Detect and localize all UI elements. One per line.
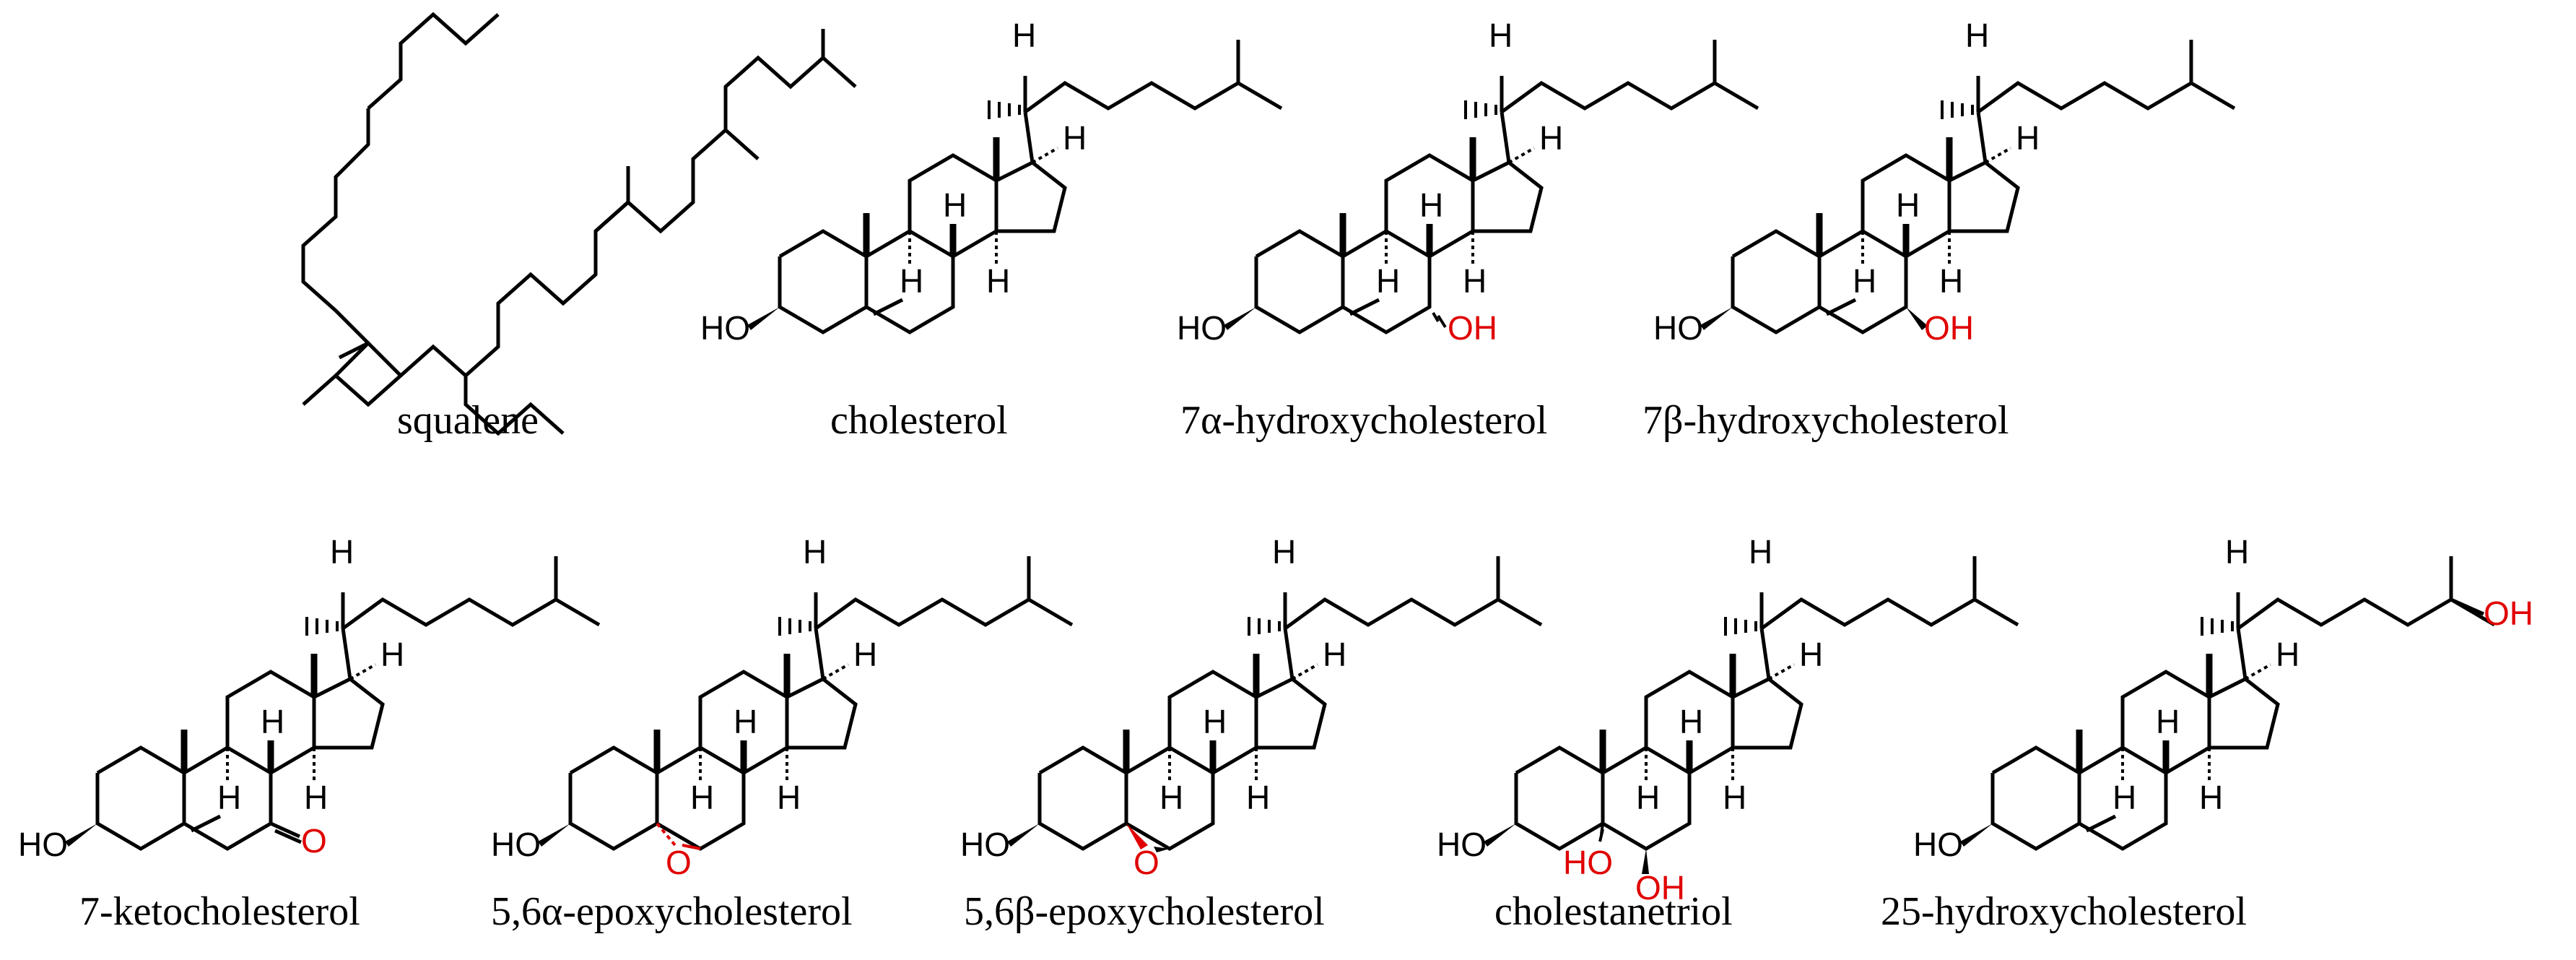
atom-h: H bbox=[1463, 262, 1487, 300]
atom-h: H bbox=[1749, 533, 1772, 571]
atom-h: H bbox=[304, 779, 328, 816]
atom-h: H bbox=[217, 779, 241, 816]
atom-ho: HO bbox=[700, 309, 750, 347]
caption-56b-epoxycholesterol: 5,6β-epoxycholesterol bbox=[964, 889, 1325, 934]
atom-h: H bbox=[330, 533, 354, 571]
atom-h: H bbox=[1203, 703, 1227, 740]
atom-h: H bbox=[1063, 119, 1087, 157]
caption-7b-hydroxycholesterol: 7β-hydroxycholesterol bbox=[1642, 398, 2009, 443]
caption-7a-hydroxycholesterol: 7α-hydroxycholesterol bbox=[1180, 398, 1547, 443]
atom-oh-7beta: OH bbox=[1924, 309, 1974, 347]
atom-ho: HO bbox=[1437, 826, 1487, 863]
atom-h: H bbox=[803, 533, 827, 571]
atom-oh-25: OH bbox=[2484, 594, 2533, 632]
7-ketocholesterol-structure: HO O H H H H H bbox=[18, 533, 599, 863]
atom-h: H bbox=[1272, 533, 1296, 571]
cholestanetriol-structure: HO HO OH H H H H H bbox=[1437, 533, 2018, 907]
atom-h: H bbox=[690, 779, 714, 816]
atom-h: H bbox=[261, 703, 284, 740]
atom-h: H bbox=[1159, 779, 1183, 816]
atom-h: H bbox=[2276, 636, 2299, 673]
atom-h: H bbox=[1723, 779, 1746, 816]
atom-ho: HO bbox=[491, 826, 541, 863]
56b-epoxycholesterol-structure: HO O H H H H H bbox=[960, 533, 1541, 881]
atom-h: H bbox=[1896, 186, 1920, 224]
atom-h: H bbox=[1939, 262, 1963, 300]
atom-ho: HO bbox=[1913, 826, 1963, 863]
atom-h: H bbox=[1965, 17, 1989, 54]
atom-h: H bbox=[853, 636, 877, 673]
atom-ho: HO bbox=[1177, 309, 1227, 347]
56a-epoxycholesterol-structure: HO O H H H H H bbox=[491, 533, 1072, 881]
atom-epoxide-o: O bbox=[1133, 844, 1159, 881]
atom-h: H bbox=[1679, 703, 1703, 740]
7a-hydroxycholesterol-structure: HO OH H H H H H bbox=[1177, 17, 1758, 347]
caption-cholesterol: cholesterol bbox=[830, 398, 1008, 443]
atom-epoxide-o: O bbox=[666, 844, 692, 881]
atom-h: H bbox=[943, 186, 967, 224]
atom-h: H bbox=[2225, 533, 2249, 571]
atom-oh-7alpha: OH bbox=[1448, 309, 1497, 347]
atom-ho: HO bbox=[18, 826, 68, 863]
caption-56a-epoxycholesterol: 5,6α-epoxycholesterol bbox=[491, 889, 853, 934]
atom-h: H bbox=[2016, 119, 2040, 157]
25-hydroxycholesterol-structure: HO OH H H H H H bbox=[1913, 533, 2533, 863]
atom-h: H bbox=[1489, 17, 1513, 54]
caption-cholestanetriol: cholestanetriol bbox=[1494, 889, 1733, 934]
atom-h: H bbox=[900, 262, 923, 300]
atom-oh-6beta: OH bbox=[1635, 869, 1685, 907]
atom-h: H bbox=[1853, 262, 1876, 300]
atom-h: H bbox=[1419, 186, 1443, 224]
atom-oh-5alpha: HO bbox=[1563, 844, 1613, 881]
caption-7-ketocholesterol: 7-ketocholesterol bbox=[79, 889, 360, 934]
7b-hydroxycholesterol-structure: HO OH H H H H H bbox=[1653, 17, 2235, 347]
atom-h: H bbox=[1636, 779, 1660, 816]
atom-h: H bbox=[734, 703, 757, 740]
atom-h: H bbox=[380, 636, 404, 673]
atom-h: H bbox=[1246, 779, 1270, 816]
atom-h: H bbox=[777, 779, 801, 816]
atom-h: H bbox=[1799, 636, 1823, 673]
atom-ho: HO bbox=[1653, 309, 1703, 347]
atom-h: H bbox=[1376, 262, 1400, 300]
atom-h: H bbox=[1012, 17, 1036, 54]
atom-h: H bbox=[1323, 636, 1346, 673]
squalene-structure bbox=[301, 12, 857, 436]
atom-h: H bbox=[1539, 119, 1563, 157]
atom-h: H bbox=[2112, 779, 2136, 816]
atom-h: H bbox=[2156, 703, 2180, 740]
caption-squalene: squalene bbox=[397, 398, 539, 443]
atom-h: H bbox=[986, 262, 1010, 300]
cholesterol-structure: HO H H H H H bbox=[700, 17, 1282, 347]
atom-keto-o: O bbox=[301, 822, 327, 860]
atom-h: H bbox=[2199, 779, 2223, 816]
atom-ho: HO bbox=[960, 826, 1010, 863]
caption-25-hydroxycholesterol: 25-hydroxycholesterol bbox=[1881, 889, 2247, 934]
